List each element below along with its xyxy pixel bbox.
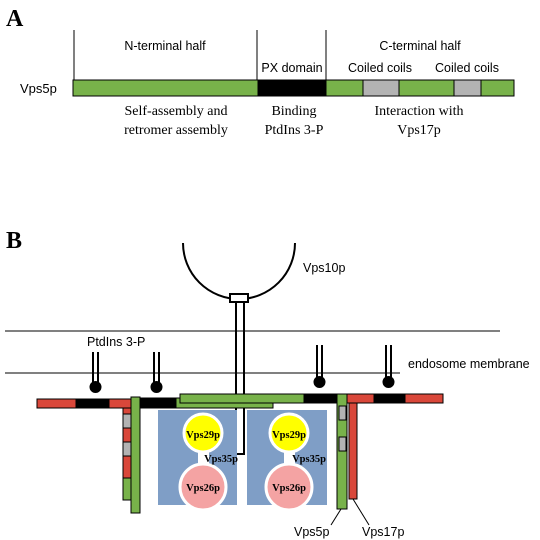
retromer-subunits-right	[264, 412, 314, 512]
vps29p-label-left: Vps29p	[186, 430, 220, 441]
vps29p-right	[268, 412, 310, 454]
px-function-line2: PtdIns 3-P	[265, 123, 324, 138]
n-function-line2: retromer assembly	[124, 123, 228, 138]
cc-left-2	[122, 441, 132, 457]
vps5p-left-vertical	[130, 396, 141, 514]
vps29p-left	[182, 412, 224, 454]
ptdins-headgroup	[89, 381, 102, 393]
vps17p-pointer	[352, 498, 370, 526]
vps10p-cup	[182, 242, 296, 300]
vps5p-domain-bar	[72, 79, 515, 97]
c-terminal-label: C-terminal half	[379, 39, 461, 53]
vps17p-right-px	[373, 393, 406, 404]
ptdins-headgroup	[382, 376, 395, 388]
vps5p-right-px	[303, 393, 338, 404]
vps-connector-right	[284, 440, 295, 470]
bar-px-domain	[257, 79, 327, 97]
ptdins-label: PtdIns 3-P	[87, 335, 145, 349]
bar-coiled-coil-2	[453, 79, 482, 97]
vps17p-left-px	[75, 398, 110, 409]
cc-left-1	[122, 413, 132, 429]
bar-linker	[325, 79, 364, 97]
px-function-line1: Binding	[271, 104, 316, 119]
vps26p-label-right: Vps26p	[272, 483, 306, 494]
bar-middle	[398, 79, 455, 97]
vps17p-right-red2	[404, 393, 444, 404]
panel-b-letter: B	[6, 228, 22, 254]
vps26p-left	[178, 462, 228, 512]
vps29p-label-right: Vps29p	[272, 430, 306, 441]
coiled-coils-label-2: Coiled coils	[435, 61, 499, 75]
bar-n-terminal	[72, 79, 259, 97]
vps35p-label-right: Vps35p	[292, 454, 326, 465]
vps5p-label: Vps5p	[294, 525, 329, 539]
vps5p-pointer	[330, 508, 342, 526]
vps10p-label: Vps10p	[303, 261, 345, 275]
ptdins-headgroup	[150, 381, 163, 393]
n-function-line1: Self-assembly and	[124, 104, 227, 119]
vps17p-left-red	[36, 398, 77, 409]
px-domain-label: PX domain	[261, 61, 322, 75]
vps10p-receptor	[182, 242, 296, 455]
panel-a-dividers	[73, 30, 327, 80]
ptdins-lipids	[89, 345, 395, 393]
ptdins-headgroup	[313, 376, 326, 388]
retromer-subunits-left	[178, 412, 228, 512]
vps5p-right-horizontal	[179, 393, 305, 404]
bar-c-terminal	[480, 79, 515, 97]
c-function-line2: Vps17p	[397, 123, 441, 138]
coiled-coils-label-1: Coiled coils	[348, 61, 412, 75]
cc-right-2	[338, 436, 347, 452]
vps5p-left-tail	[122, 477, 132, 501]
vps26p-label-left: Vps26p	[186, 483, 220, 494]
vps17p-left-red2	[108, 398, 132, 409]
cc-right-1	[338, 405, 347, 421]
vps17p-label: Vps17p	[362, 525, 404, 539]
vps10p-stalk	[235, 301, 245, 455]
vps17p-right-vertical	[348, 402, 358, 500]
n-terminal-label: N-terminal half	[124, 39, 206, 53]
snx-dimer-right	[179, 393, 444, 510]
bar-coiled-coil-1	[362, 79, 400, 97]
membrane-label: endosome membrane	[408, 357, 530, 371]
c-function-line1: Interaction with	[374, 104, 463, 119]
vps17p-right-red	[346, 393, 375, 404]
vps26p-right	[264, 462, 314, 512]
vps5p-left-px	[139, 397, 177, 409]
vps-connector-left	[198, 440, 209, 470]
vps10p-neck	[229, 293, 249, 303]
panel-a-letter: A	[6, 6, 24, 32]
vps35p-label-left: Vps35p	[204, 454, 238, 465]
vps5p-protein-label: Vps5p	[20, 81, 57, 96]
